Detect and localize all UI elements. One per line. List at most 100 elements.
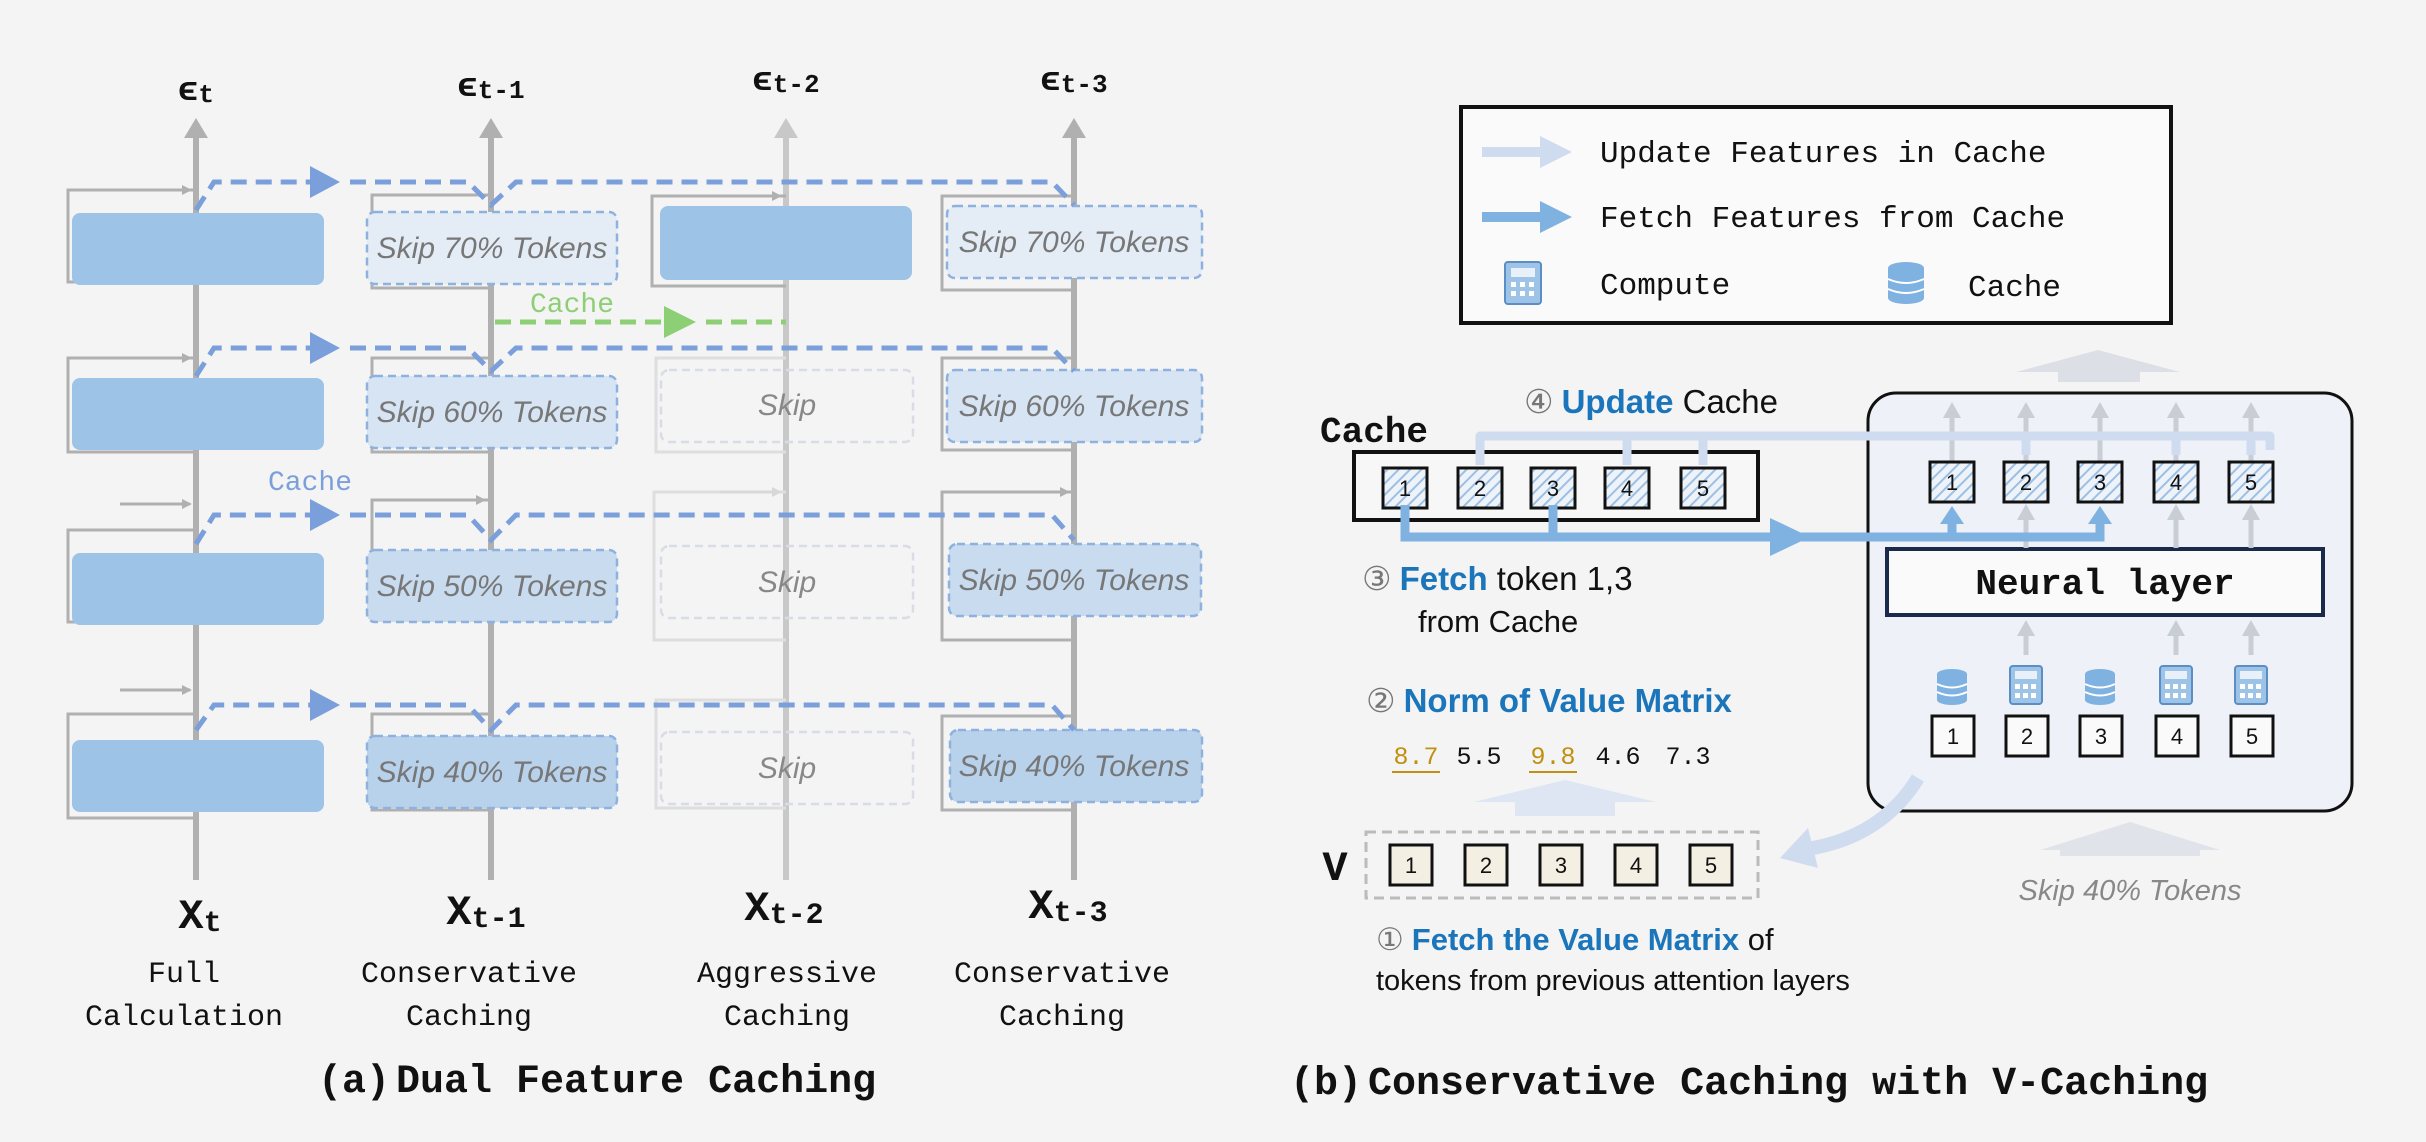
norm-up-arrow <box>1474 780 1656 816</box>
cache-title: Cache <box>1320 412 1428 453</box>
eps-label-4: ϵt-3 <box>1040 63 1107 101</box>
v-matrix-box <box>1364 830 1760 900</box>
skip-label: Skip 70% Tokens <box>377 232 608 265</box>
axis-arrowhead-3 <box>774 118 798 138</box>
full-calc-block <box>72 740 324 812</box>
col-caption-line: Full <box>148 958 220 992</box>
conservative-skip-box <box>945 204 1204 280</box>
full-calc-block <box>72 553 324 625</box>
col-caption-line: Calculation <box>85 1001 283 1035</box>
svg-text:3: 3 <box>2095 724 2107 749</box>
conservative-skip-box <box>365 374 619 450</box>
x-label-4: Xt-3 <box>1028 883 1107 931</box>
conservative-skip-box <box>365 210 619 286</box>
svg-text:2: 2 <box>2021 724 2033 749</box>
eps-label-3: ϵt-2 <box>752 63 819 101</box>
svg-text:5: 5 <box>1697 476 1709 501</box>
conservative-skip-box <box>365 548 619 624</box>
neural-layer-box <box>1885 547 2325 617</box>
skip-tokens-label: Skip 40% Tokens <box>2018 875 2241 907</box>
col3-blocks: Skip Skip Skip <box>650 191 915 810</box>
x-label-2: Xt-1 <box>446 889 525 937</box>
svg-text:1: 1 <box>1405 853 1417 878</box>
blue-cache-arrowheads <box>310 166 340 721</box>
database-icon <box>1936 669 1968 705</box>
col-caption-line: Conservative <box>954 958 1170 992</box>
svg-text:2: 2 <box>1480 853 1492 878</box>
svg-text:1: 1 <box>1399 476 1411 501</box>
step1-line2: tokens from previous attention layers <box>1376 965 1850 997</box>
panel-a-dual-feature-caching: ϵt ϵt-1 ϵt-2 ϵt-3 Skip 70% Tokens <box>66 63 1204 1105</box>
col-caption-line: Caching <box>724 1001 850 1035</box>
axis-arrowhead-4 <box>1062 118 1086 138</box>
panel-b-conservative-caching: Update Features in Cache Fetch Features … <box>1290 105 2354 1107</box>
skip-label: Skip <box>758 389 816 422</box>
calculator-icon <box>1504 261 1542 305</box>
svg-text:5: 5 <box>2245 470 2257 495</box>
skip-label: Skip 50% Tokens <box>959 564 1190 597</box>
svg-text:1: 1 <box>1946 470 1958 495</box>
skip-label: Skip 60% Tokens <box>959 390 1190 423</box>
axis-arrowhead-1 <box>184 118 208 138</box>
aggressive-full-block <box>660 206 912 280</box>
update-cache-arrows <box>1475 431 2275 465</box>
step3-line2: from Cache <box>1418 604 1578 639</box>
axis-arrowhead-2 <box>479 118 503 138</box>
v-fetch-curved-arrow <box>1799 774 1924 857</box>
v-label: V <box>1322 845 1348 893</box>
col-caption-line: Aggressive <box>697 958 877 992</box>
x-label-3: Xt-2 <box>744 885 823 933</box>
svg-text:2: 2 <box>2020 470 2032 495</box>
v-tokens: 1 2 3 4 5 <box>1388 843 1734 887</box>
eps-label-1: ϵt <box>178 73 214 111</box>
svg-text:8.7: 8.7 <box>1393 743 1438 772</box>
svg-text:2: 2 <box>1474 476 1486 501</box>
svg-text:7.3: 7.3 <box>1665 743 1710 772</box>
col-caption-line: Caching <box>999 1001 1125 1035</box>
aggressive-skip-box <box>659 544 915 620</box>
svg-text:4: 4 <box>1621 476 1633 501</box>
legend-compute-label: Compute <box>1600 269 1730 304</box>
skip-label: Skip 50% Tokens <box>377 570 608 603</box>
eps-label-2: ϵt-1 <box>457 69 524 107</box>
svg-text:4: 4 <box>2171 724 2183 749</box>
skip-label: Skip 70% Tokens <box>959 226 1190 259</box>
svg-text:5: 5 <box>1705 853 1717 878</box>
legend-fetch-label: Fetch Features from Cache <box>1600 202 2065 237</box>
panel-b-caption: (b)Conservative Caching with V-Caching <box>1290 1062 2208 1107</box>
svg-text:5.5: 5.5 <box>1456 743 1501 772</box>
conservative-skip-box <box>365 734 619 810</box>
blue-cache-arrows <box>193 179 1076 734</box>
col2-blocks: Skip 70% Tokens Skip 60% Tokens Skip 50%… <box>365 193 619 812</box>
input-up-arrow <box>2040 822 2220 856</box>
conservative-skip-box <box>948 728 1204 804</box>
skip-label: Skip 40% Tokens <box>959 750 1190 783</box>
col-caption-line: Conservative <box>361 958 577 992</box>
neural-bottom-tokens: 1 2 3 4 5 <box>1930 620 2275 758</box>
green-cache-label: Cache <box>530 290 614 321</box>
svg-text:4: 4 <box>2170 470 2182 495</box>
skip-label: Skip <box>758 566 816 599</box>
svg-text:5: 5 <box>2246 724 2258 749</box>
legend-update-label: Update Features in Cache <box>1600 137 2046 172</box>
svg-text:1: 1 <box>1947 724 1959 749</box>
svg-text:4.6: 4.6 <box>1595 743 1640 772</box>
svg-text:3: 3 <box>1555 853 1567 878</box>
legend-box <box>1459 105 2173 325</box>
blue-cache-label: Cache <box>268 468 352 499</box>
output-up-arrow <box>2016 350 2180 382</box>
cache-tokens: 1 2 3 4 5 <box>1381 466 1727 510</box>
svg-text:4: 4 <box>1630 853 1642 878</box>
svg-text:3: 3 <box>1547 476 1559 501</box>
database-icon <box>1887 262 1925 304</box>
panel-a-caption: (a)Dual Feature Caching <box>318 1060 876 1105</box>
skip-label: Skip <box>758 752 816 785</box>
svg-text:3: 3 <box>2094 470 2106 495</box>
aggressive-skip-box <box>659 730 915 806</box>
database-icon <box>2084 669 2116 705</box>
